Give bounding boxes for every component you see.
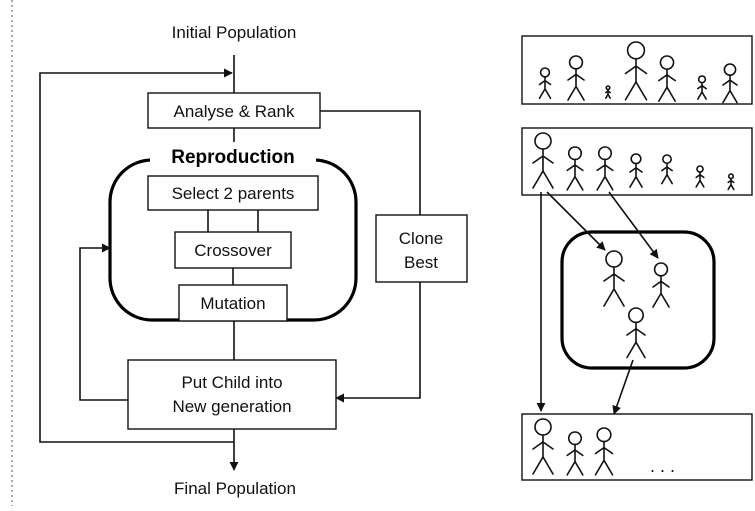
parent1-arrow xyxy=(546,191,606,251)
stick-figures-group xyxy=(532,41,738,476)
ranked-population-box xyxy=(521,127,753,196)
stick-figure xyxy=(532,418,554,475)
stick-figure xyxy=(566,146,584,191)
outer-loop-arrow xyxy=(39,68,234,443)
clone-path-top xyxy=(320,110,421,215)
stick-figure xyxy=(652,262,670,308)
stick-figure xyxy=(596,146,614,191)
parent2-arrow xyxy=(608,191,659,259)
stick-figure xyxy=(695,165,705,188)
put-child-line2: New generation xyxy=(172,397,291,416)
put-child-box xyxy=(127,359,337,430)
ellipsis: . . . xyxy=(650,456,675,476)
stick-figure xyxy=(538,67,552,100)
child-arrow xyxy=(612,359,634,415)
stick-figure xyxy=(661,154,673,185)
mutation-box xyxy=(178,284,288,322)
stick-figure xyxy=(697,75,707,100)
analyse-rank-label: Analyse & Rank xyxy=(174,102,295,121)
stick-figure xyxy=(532,132,554,189)
stick-figure xyxy=(626,307,646,359)
stick-figure xyxy=(603,250,625,307)
initial-population-box xyxy=(521,35,753,105)
stick-figure xyxy=(727,173,735,191)
inner-loop-arrow xyxy=(79,243,128,401)
crossover-label: Crossover xyxy=(194,241,272,260)
stick-figure xyxy=(629,153,643,188)
final-population-label: Final Population xyxy=(174,479,296,498)
clone-best-box xyxy=(375,214,468,283)
mutation-label: Mutation xyxy=(200,294,265,313)
select-parents-box xyxy=(147,175,319,211)
reproduction-box-illustration xyxy=(560,230,716,370)
reproduction-label-bg xyxy=(150,144,316,170)
stick-figure xyxy=(594,427,614,476)
best-label: Best xyxy=(404,253,438,272)
stick-figure xyxy=(658,55,676,102)
clone-label: Clone xyxy=(399,229,443,248)
stick-figure xyxy=(605,85,611,99)
stick-figure xyxy=(566,431,584,476)
put-child-line1: Put Child into xyxy=(181,373,282,392)
stick-figure xyxy=(567,55,585,101)
analyse-rank-box xyxy=(147,92,321,129)
new-generation-box xyxy=(521,413,753,481)
select-parents-label: Select 2 parents xyxy=(172,184,295,203)
stick-figure xyxy=(624,41,648,101)
crossover-box xyxy=(174,231,292,269)
reproduction-label: Reproduction xyxy=(171,147,295,168)
stick-figure xyxy=(722,63,738,104)
clone-path-bottom xyxy=(335,282,421,403)
initial-population-label: Initial Population xyxy=(172,23,297,42)
